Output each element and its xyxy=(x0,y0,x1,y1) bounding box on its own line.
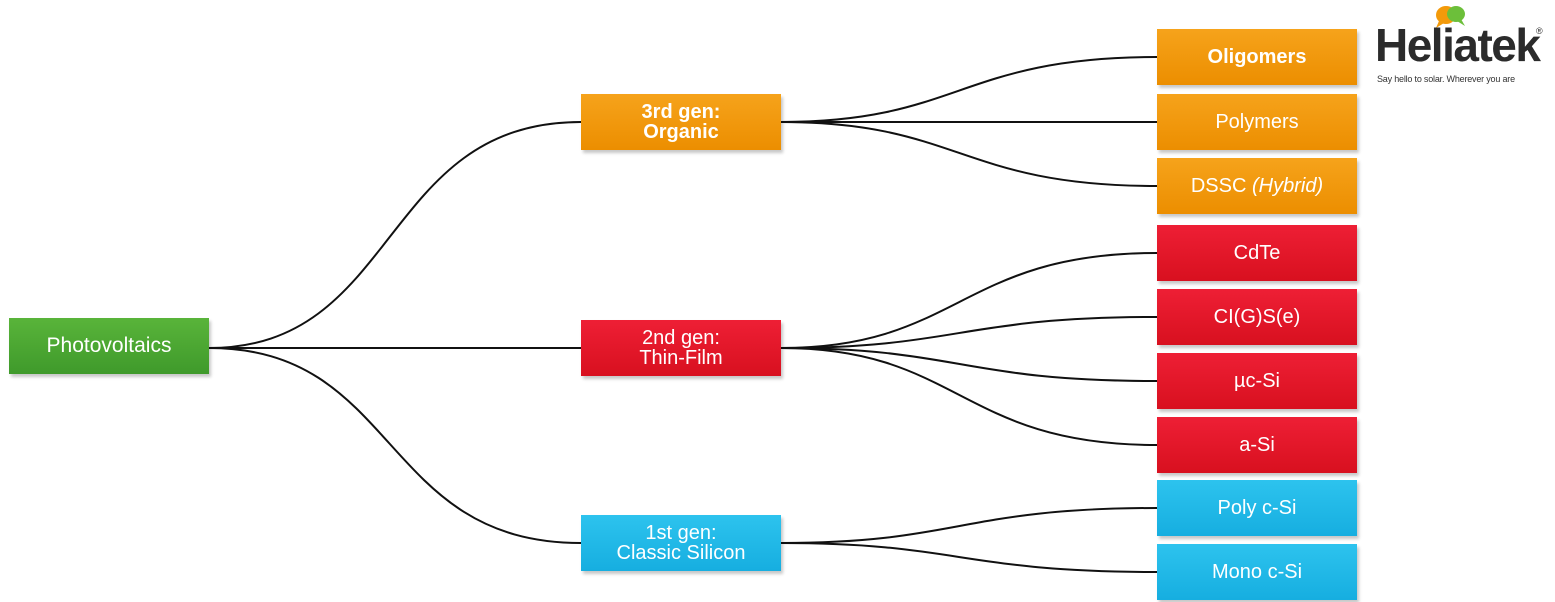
edge-gen3-oligomers xyxy=(780,56,1158,123)
node-photovoltaics: Photovoltaics xyxy=(9,318,209,374)
node-label: Oligomers xyxy=(1207,46,1307,68)
edge-gen2-cigs xyxy=(780,316,1158,349)
node-dssc-hybrid: DSSC (Hybrid) xyxy=(1157,158,1357,214)
node-mono-c-si: Mono c-Si xyxy=(1157,544,1357,600)
speech-bubbles-logo-icon xyxy=(1436,6,1465,28)
node-3rd-gen-organic: 3rd gen: Organic xyxy=(581,94,781,150)
node-label: 3rd gen: Organic xyxy=(641,101,721,143)
logo-tagline: Say hello to solar. Wherever you are xyxy=(1377,74,1515,84)
edge-gen2-asi xyxy=(780,347,1158,446)
hybrid-text: (Hybrid) xyxy=(1252,175,1324,197)
edge-root-gen1 xyxy=(208,347,582,544)
dssc-text: DSSC xyxy=(1190,175,1247,197)
edge-gen2-cdte xyxy=(780,252,1158,349)
node-oligomers: Oligomers xyxy=(1157,29,1357,85)
node-label: 1st gen: Classic Silicon xyxy=(616,522,746,564)
node-muc-si: µc-Si xyxy=(1157,353,1357,409)
edge-gen1-polyc xyxy=(780,507,1158,544)
node-a-si: a-Si xyxy=(1157,417,1357,473)
node-polymers: Polymers xyxy=(1157,94,1357,150)
node-label: a-Si xyxy=(1239,434,1275,456)
edge-gen2-muc xyxy=(780,347,1158,382)
heliatek-logo: Heliatek ® Say hello to solar. Wherever … xyxy=(1372,2,1552,92)
node-label: Photovoltaics xyxy=(46,334,172,357)
edge-gen1-monoc xyxy=(780,542,1158,573)
node-label: Polymers xyxy=(1215,111,1299,133)
node-label: 2nd gen: Thin-Film xyxy=(639,327,723,369)
node-label: Poly c-Si xyxy=(1217,497,1297,519)
node-cigs: CI(G)S(e) xyxy=(1157,289,1357,345)
node-2nd-gen-thin-film: 2nd gen: Thin-Film xyxy=(581,320,781,376)
edge-gen3-dssc xyxy=(780,121,1158,187)
edge-root-gen3 xyxy=(208,121,582,349)
node-cdte: CdTe xyxy=(1157,225,1357,281)
node-label: CdTe xyxy=(1233,242,1281,264)
node-1st-gen-classic-silicon: 1st gen: Classic Silicon xyxy=(581,515,781,571)
logo-registered-mark: ® xyxy=(1536,26,1543,36)
node-poly-c-si: Poly c-Si xyxy=(1157,480,1357,536)
logo-wordmark: Heliatek xyxy=(1375,19,1541,71)
node-label: µc-Si xyxy=(1234,370,1280,392)
node-label: Mono c-Si xyxy=(1211,561,1303,583)
node-label: DSSC (Hybrid) xyxy=(1191,176,1323,196)
node-label: CI(G)S(e) xyxy=(1213,306,1301,328)
